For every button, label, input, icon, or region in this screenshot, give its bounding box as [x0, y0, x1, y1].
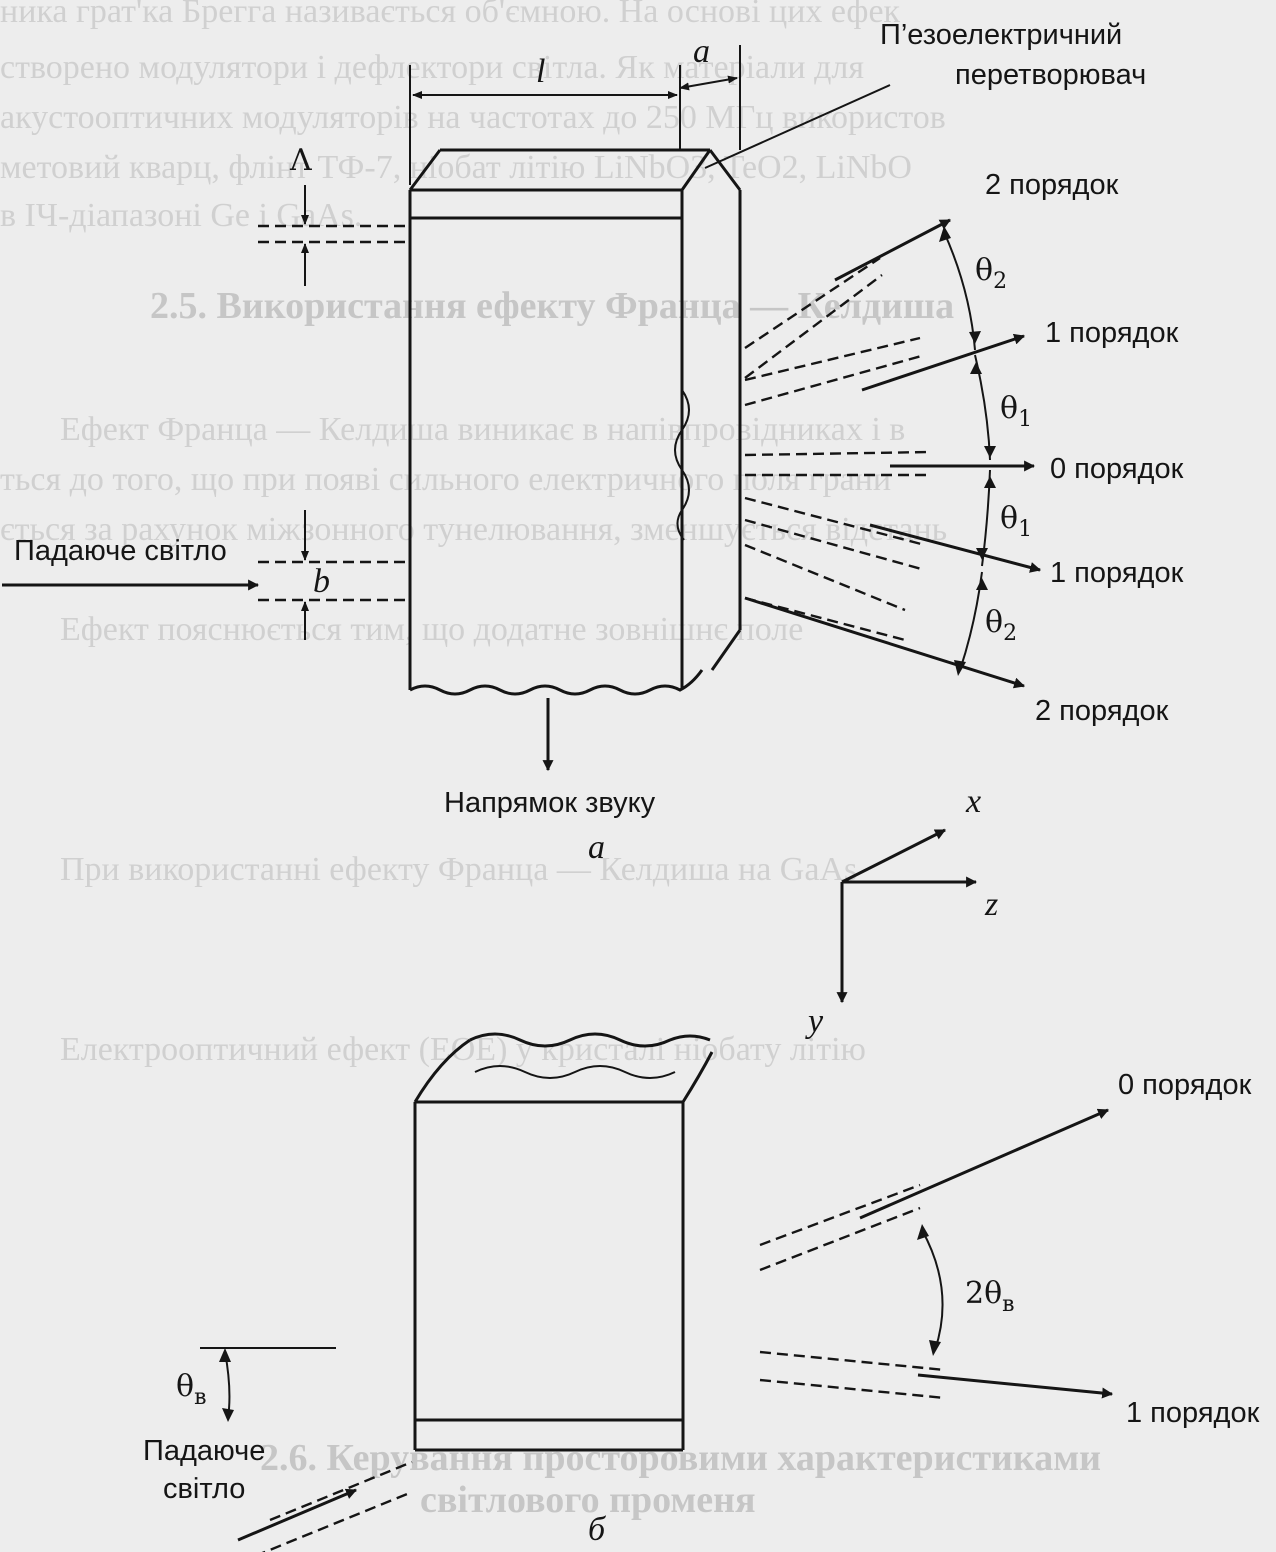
order1-dash-2 [759, 1378, 946, 1400]
dimension-b-label: b [313, 563, 330, 600]
piezo-leader-line [704, 84, 891, 169]
order0-dash-2 [759, 1206, 921, 1272]
x-axis-arrow [841, 828, 946, 884]
bleed-line-6: Ефект Франца — Келдиша виникає в напівпр… [60, 411, 905, 448]
top-curl-right [681, 1051, 714, 1103]
bragg-double-angle-arc [921, 1229, 944, 1351]
crystal-block-b [413, 1032, 714, 1452]
incident-label-b-line-2: світло [163, 1473, 245, 1505]
bleed-line-3: акустооптичних модуляторів на частотах д… [0, 99, 946, 136]
bleed-line-10: При використанні ефекту Франца — Келдиша… [60, 851, 857, 888]
incident-beam-dash-1 [261, 1490, 413, 1552]
order-plus2-arrow [834, 218, 951, 282]
order-minus1-label: 1 порядок [1050, 557, 1184, 589]
incident-beam-dash-2 [269, 1460, 413, 1522]
x-axis-label: x [965, 783, 981, 820]
bleed-line-2: створено модулятори і дефлектори світла.… [0, 49, 864, 86]
order-minus2-arrow [744, 596, 1026, 689]
dimension-a-label: a [693, 33, 710, 70]
order-plus1-label: 1 порядок [1045, 317, 1179, 349]
z-axis-label: z [984, 886, 998, 923]
caption-a: а [588, 829, 605, 866]
order1-label-b: 1 порядок [1126, 1397, 1260, 1429]
crystal-block-a [408, 148, 742, 696]
sound-direction-label: Напрямок звуку [444, 787, 656, 819]
order0-dash-1 [759, 1183, 921, 1247]
caption-b: б [588, 1511, 607, 1548]
background-bleed-text: ника грат'ка Брегга називається об'ємною… [0, 0, 1101, 1521]
wavy-bottom-edge-a [409, 669, 704, 696]
diagram-b: θв Падаюче світло 2θв 0 порядок 1 порядо… [143, 1032, 1260, 1552]
top-curl-left [413, 1038, 471, 1103]
theta1-bottom-label: θ1 [1000, 501, 1032, 542]
order-minus2-label: 2 порядок [1035, 695, 1169, 727]
order-plus1-arrow [861, 333, 1026, 392]
bleed-line-7: ться до того, що при появі сильного елек… [0, 461, 891, 498]
incident-label-b-line-1: Падаюче [143, 1435, 265, 1467]
bleed-line-8: ється за рахунок міжзонного тунелювання,… [0, 511, 947, 548]
theta2-bottom-label: θ2 [985, 605, 1017, 646]
order-plus2-label: 2 порядок [985, 169, 1119, 201]
bleed-line-9: Ефект пояснюється тим, що додатне зовніш… [60, 611, 803, 648]
bleed-heading-3: світлового променя [420, 1479, 756, 1521]
dimension-l-label: l [536, 53, 545, 90]
order1-dash-1 [759, 1350, 946, 1372]
order0-label-b: 0 порядок [1118, 1069, 1252, 1101]
bleed-line-5: в ІЧ-діапазоні Ge і GaAs. [0, 197, 362, 234]
wavy-top-edge-b [469, 1032, 711, 1048]
y-axis-label: y [805, 1003, 824, 1040]
coordinate-axes: x z y [805, 783, 998, 1040]
piezo-label-line-1: П’езоелектричний [880, 19, 1122, 51]
piezo-label-line-2: перетворювач [955, 59, 1146, 91]
order-zero-label: 0 порядок [1050, 453, 1184, 485]
order-minus1-arrow [869, 523, 1042, 573]
incident-light-label-a: Падаюче світло [14, 535, 227, 567]
bleed-heading-2: 2.6. Керування просторовими характеристи… [260, 1437, 1101, 1479]
order1-arrow-b [917, 1373, 1114, 1399]
dimension-lambda-label: Λ [289, 143, 312, 178]
incident-light-label-b: Падаюче світло [143, 1435, 273, 1505]
wavy-inner-line-b [474, 1065, 676, 1079]
piezo-transducer-label: П’езоелектричний перетворювач [880, 19, 1146, 91]
diagram-a: П’езоелектричний перетворювач l a Λ b Па… [2, 19, 1184, 866]
wavefront-marks [674, 389, 690, 541]
bleed-line-4: метовий кварц, флінт ТФ-7, ніобат літію … [0, 149, 912, 186]
bleed-heading-1: 2.5. Використання ефекту Франца — Келдиш… [150, 285, 954, 327]
theta2-top-label: θ2 [975, 253, 1007, 294]
theta1-top-label: θ1 [1000, 391, 1032, 432]
bragg-double-angle-label: 2θв [965, 1276, 1015, 1317]
theta-b-label: θв [176, 1369, 206, 1410]
bleed-line-1: ника грат'ка Брегга називається об'ємною… [0, 0, 901, 30]
order0-arrow-b [859, 1108, 1110, 1220]
incident-arrow-b [237, 1488, 358, 1542]
dimension-a-arrow [679, 75, 738, 91]
bleed-line-11: Електрооптичний ефект (ЕОЕ) у кристалі н… [60, 1031, 866, 1068]
